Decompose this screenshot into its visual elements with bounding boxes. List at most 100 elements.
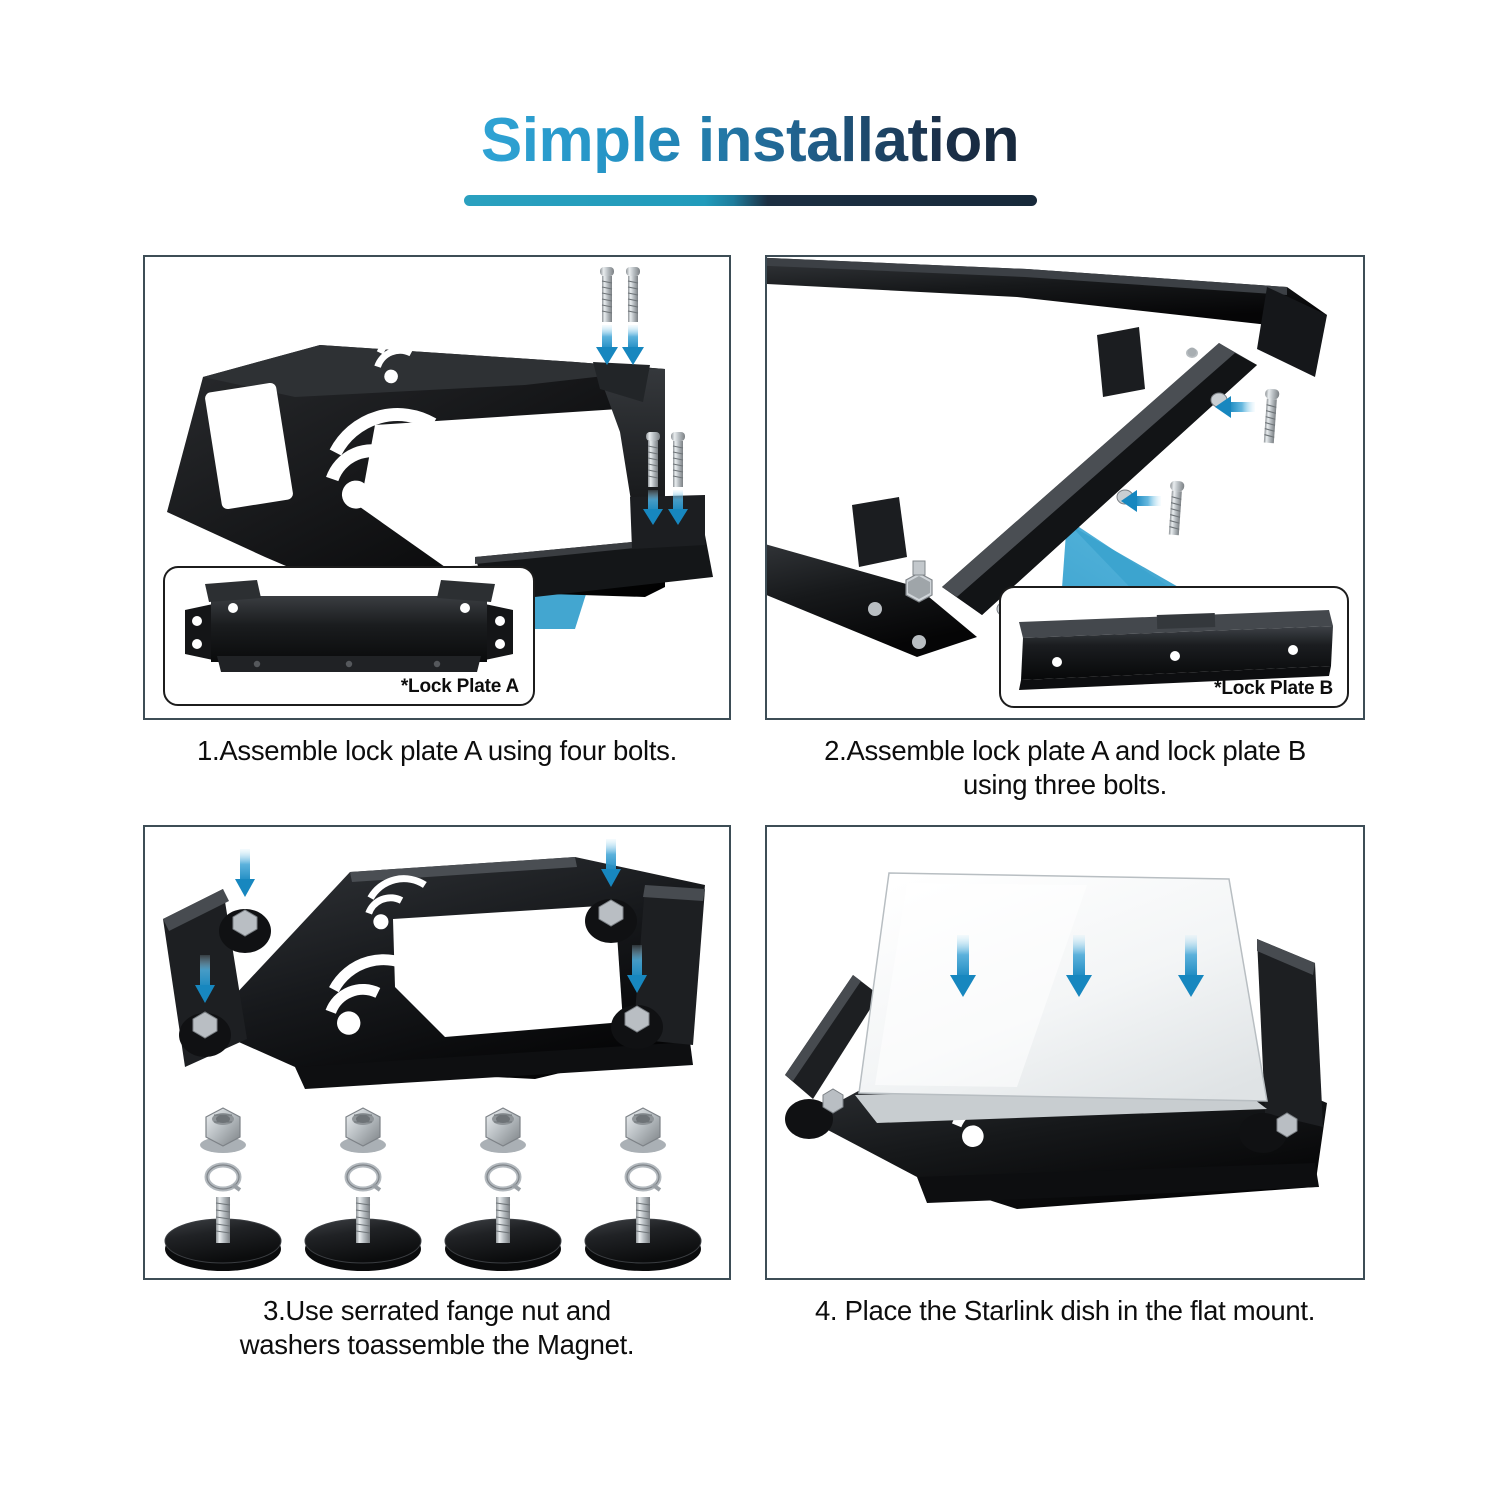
bolt-icon — [671, 432, 685, 487]
arrow-down-icon — [601, 839, 621, 887]
lock-plate-a-tab — [593, 362, 650, 402]
arrow-down-icon — [950, 935, 976, 997]
lock-plate-a-drawing — [185, 580, 513, 672]
inset-label-lock-plate-a: *Lock Plate A — [400, 676, 519, 697]
arrow-down-icon — [668, 490, 688, 525]
step-1-panel: *Lock Plate A — [143, 255, 731, 720]
lock-plate-b-rail-top — [942, 343, 1235, 597]
arrow-down-icon — [643, 490, 663, 525]
page-title: Simple installation — [480, 106, 1020, 175]
bolt-icon — [600, 267, 614, 322]
hex-nut-assembly — [905, 560, 933, 603]
lock-plate-right — [633, 885, 705, 1045]
arrow-down-icon — [627, 945, 647, 993]
inset-label-lock-plate-b: *Lock Plate B — [1214, 678, 1333, 699]
plate-b-hole — [1288, 645, 1298, 655]
caption-line: 4. Place the Starlink dish in the flat m… — [814, 1295, 1316, 1326]
lock-washer-icon — [344, 1162, 382, 1192]
magnet-puck-icon — [584, 1197, 702, 1271]
caption-line: washers toassemble the Magnet. — [239, 1328, 635, 1360]
bolt-icon — [626, 267, 640, 322]
lock-plate-right-edge — [643, 885, 705, 901]
hardware-set — [164, 1107, 282, 1271]
mount-frame-right-panel — [1257, 287, 1327, 377]
mount-window — [393, 905, 623, 1037]
bolt-icon — [1263, 388, 1280, 444]
mount-frame-upper-edge — [767, 257, 1287, 295]
plate-hole — [228, 603, 238, 613]
lock-plate-left — [785, 975, 879, 1099]
step-4-cell: 4. Place the Starlink dish in the flat m… — [765, 825, 1365, 1328]
plate-flange-right — [437, 580, 495, 602]
hardware-set — [584, 1107, 702, 1271]
lock-washer-icon — [624, 1162, 662, 1192]
bracket-window — [360, 407, 650, 567]
arrow-down-icon — [622, 325, 644, 365]
bracket-slot — [205, 382, 293, 510]
arrow-down-icon — [235, 849, 255, 897]
step-4-panel — [765, 825, 1365, 1280]
plate-b-center-pad — [1156, 612, 1216, 630]
bracket-top-facet — [203, 345, 665, 397]
wifi-logo-large — [326, 408, 437, 509]
arrow-down-icon — [1178, 935, 1204, 997]
rivet — [912, 635, 926, 649]
plate-right-ear — [485, 604, 513, 660]
mounted-nut — [822, 1088, 844, 1114]
mount-frame-left-arm — [767, 544, 977, 657]
mounted-nut — [624, 1005, 650, 1033]
arrow-down-icon — [596, 325, 618, 365]
rivet — [1187, 347, 1197, 357]
mounted-nut — [1276, 1112, 1298, 1138]
caption-line: 1.Assemble lock plate A using four bolts… — [197, 735, 677, 766]
arrow-left-icon — [1121, 490, 1161, 512]
magnet-puck-icon — [444, 1197, 562, 1271]
mount-frame-upper-arm — [767, 257, 1327, 327]
step-1-caption: 1.Assemble lock plate A using four bolts… — [143, 734, 731, 768]
mount-front-lip — [295, 1042, 693, 1089]
step-2-caption: 2.Assemble lock plate A and lock plate B… — [765, 734, 1365, 801]
lock-plate-b-rail-face — [957, 353, 1257, 615]
step-3-panel — [143, 825, 731, 1280]
mounted-nut — [192, 1011, 218, 1039]
caption-line: using three bolts. — [962, 768, 1168, 800]
step-4-illustration — [785, 872, 1327, 1209]
lock-washer-icon — [484, 1162, 522, 1192]
flange-nut-icon — [480, 1107, 526, 1153]
bolt-icon — [1168, 480, 1185, 536]
lock-washer-icon — [204, 1162, 242, 1192]
page-header: Simple installation — [0, 0, 1500, 207]
title-underline-rule — [463, 195, 1037, 207]
mounted-nut — [232, 909, 258, 937]
starlink-dish-highlight — [875, 883, 1087, 1087]
step-3-cell: 3.Use serrated fange nut and washers toa… — [143, 825, 731, 1361]
mounted-nut — [598, 899, 624, 927]
rivet — [868, 602, 882, 616]
plate-flange-left — [205, 580, 261, 602]
lock-plate-b-inset: *Lock Plate B — [999, 586, 1349, 708]
arrow-down-icon — [1066, 935, 1092, 997]
lock-plate-right — [1257, 939, 1323, 1127]
step-4-caption: 4. Place the Starlink dish in the flat m… — [765, 1294, 1365, 1328]
magnet-puck-icon — [304, 1197, 422, 1271]
plate-b-hole — [1052, 657, 1062, 667]
plate-hole — [253, 660, 261, 668]
step-3-illustration — [163, 839, 705, 1271]
bolt-icon — [646, 432, 660, 487]
wifi-logo-large — [325, 954, 417, 1035]
wifi-logo-small — [365, 875, 427, 930]
caption-line: 2.Assemble lock plate A and lock plate B — [824, 735, 1306, 766]
plate-hole — [433, 660, 441, 668]
step-2-cell: *Lock Plate B 2.Assemble lock plate A an… — [765, 255, 1365, 801]
hook-tab — [1097, 327, 1145, 397]
flange-nut-icon — [200, 1107, 246, 1153]
plate-b-bottom-lip — [1019, 666, 1331, 690]
hook-tab — [852, 497, 907, 567]
mounted-magnet — [1239, 1113, 1287, 1153]
plate-hole — [345, 660, 353, 668]
magnet-puck-icon — [164, 1197, 282, 1271]
caption-line: 3.Use serrated fange nut and — [263, 1295, 611, 1326]
hardware-set — [444, 1107, 562, 1271]
mounted-magnet — [785, 1099, 833, 1139]
step-3-caption: 3.Use serrated fange nut and washers toa… — [143, 1294, 731, 1361]
